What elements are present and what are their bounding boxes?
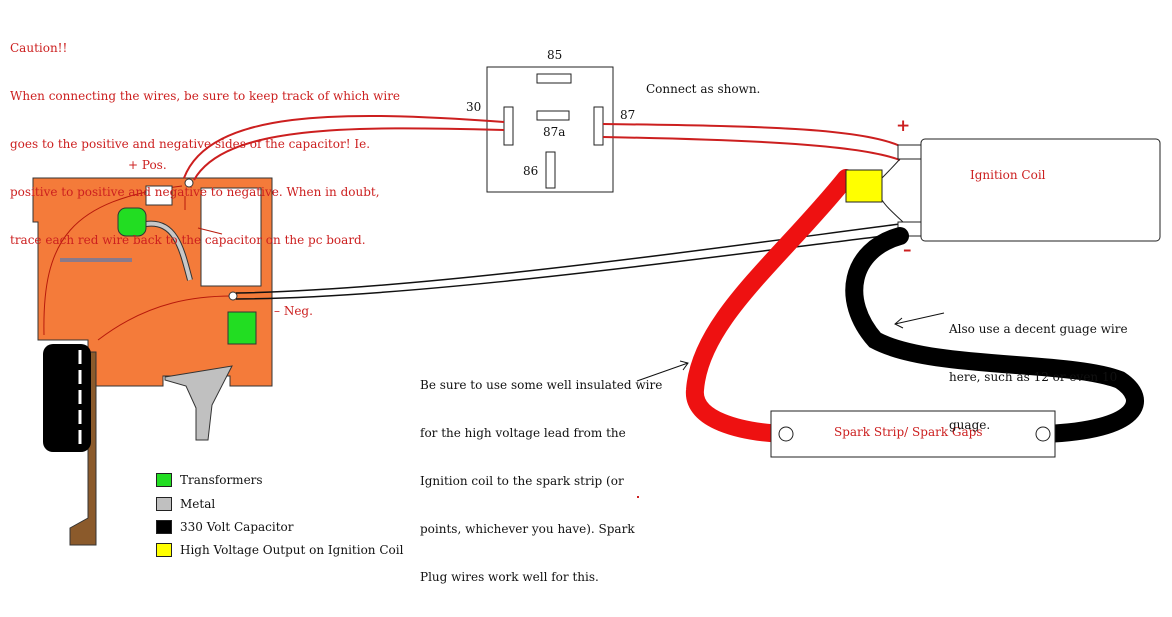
coil-lead [881, 158, 901, 179]
pos-label: + Pos. [128, 158, 167, 172]
capacitor [43, 344, 91, 452]
note-line: points, whichever you have). Spark [420, 522, 635, 536]
gauge-wire-note: Also use a decent guage wire here, such … [949, 289, 1128, 465]
insulated-wire-note: Be sure to use some well insulated wire … [420, 345, 662, 617]
note-line: guage. [949, 418, 991, 432]
pos-terminal [184, 178, 194, 188]
relay-label-87: 87 [620, 108, 636, 122]
hv-black-lead [845, 227, 1144, 443]
relay-pin-87 [593, 106, 604, 146]
legend-swatch-hv-output [156, 543, 172, 557]
neg-terminal [228, 291, 238, 301]
arrowhead [679, 360, 689, 371]
note-line: Ignition coil to the spark strip (or [420, 474, 624, 488]
note-line: for the high voltage lead from the [420, 426, 626, 440]
connect-note: Connect as shown. [646, 82, 761, 96]
caution-note: Caution!! When connecting the wires, be … [10, 8, 400, 280]
neg-label: – Neg. [274, 304, 313, 318]
transformer [227, 311, 257, 345]
red-wire [183, 114, 505, 179]
coil-minus-sign: – [903, 240, 912, 260]
wiring-diagram [32, 66, 1161, 546]
metal-wire [145, 221, 192, 281]
hv-output-terminal [845, 169, 883, 203]
arrowhead [894, 317, 904, 329]
relay-label-30: 30 [466, 100, 482, 114]
pointer-arrow [636, 362, 689, 382]
legend-label: 330 Volt Capacitor [180, 520, 294, 534]
relay-pin-86 [545, 151, 556, 189]
metal-bracket [164, 365, 233, 441]
red-wire [193, 127, 505, 181]
hv-red-lead [685, 169, 855, 443]
legend-label: Metal [180, 497, 216, 511]
legend-item: Metal [156, 496, 215, 512]
legend-label: High Voltage Output on Ignition Coil [180, 543, 404, 557]
board-relay-area [200, 187, 262, 287]
relay-pin-30 [503, 106, 514, 146]
board-trace [197, 227, 223, 235]
legend-label: Transformers [180, 473, 263, 487]
spark-strip [770, 410, 1056, 458]
neg-wire [235, 223, 901, 294]
relay-pin-87a [536, 110, 570, 121]
caution-line: goes to the positive and negative sides … [10, 137, 371, 151]
caution-line: positive to positive and negative to neg… [10, 185, 380, 199]
board-trace [97, 295, 233, 341]
legend-item: 330 Volt Capacitor [156, 519, 294, 535]
pointer-arrow [894, 312, 945, 325]
note-line: here, such as 12 or even 10 [949, 370, 1118, 384]
legend-swatch-transformers [156, 473, 172, 487]
board-component [145, 185, 173, 206]
legend-item: Transformers [156, 472, 263, 488]
relay-label-85: 85 [547, 48, 563, 62]
ignition-coil [920, 138, 1161, 242]
relay-pin-85 [536, 73, 572, 84]
note-line: Plug wires work well for this. [420, 570, 599, 584]
coil-pos-terminal [897, 144, 922, 160]
neg-wire [235, 233, 901, 300]
stray-dot [637, 496, 639, 498]
note-line: Also use a decent guage wire [949, 322, 1128, 336]
red-wire [602, 136, 901, 161]
spark-gap-right [1035, 426, 1051, 442]
legend-swatch-metal [156, 497, 172, 511]
coil-lead [881, 199, 904, 223]
caution-line: trace each red wire back to the capacito… [10, 233, 366, 247]
relay-label-87a: 87a [543, 125, 566, 139]
note-line: Be sure to use some well insulated wire [420, 378, 663, 392]
legend-swatch-capacitor [156, 520, 172, 534]
relay-label-86: 86 [523, 164, 539, 178]
transformer [117, 207, 147, 237]
spark-strip-label: Spark Strip/ Spark Gaps [834, 425, 983, 439]
board-trace [43, 185, 183, 336]
coil-plus-sign: + [896, 116, 911, 136]
caution-line: When connecting the wires, be sure to ke… [10, 89, 401, 103]
caution-line: Caution!! [10, 41, 68, 55]
red-wire [602, 123, 901, 147]
coil-label: Ignition Coil [970, 168, 1046, 182]
spark-gap-left [778, 426, 794, 442]
legend-item: High Voltage Output on Ignition Coil [156, 542, 403, 558]
